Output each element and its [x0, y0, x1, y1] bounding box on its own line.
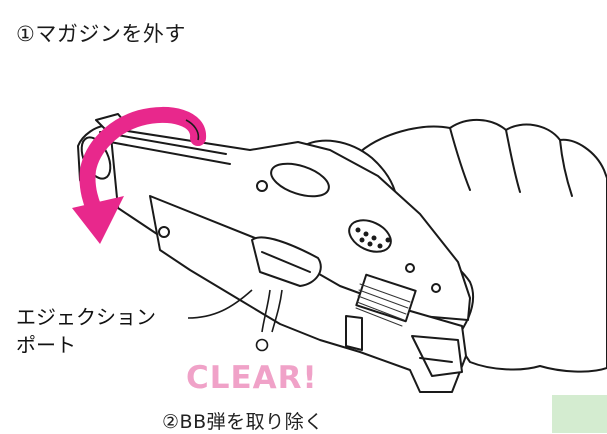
- ejection-port-leader-line: [187, 289, 253, 319]
- step-2-text: BB弾を取り除く: [179, 411, 324, 433]
- step-1-heading: ①マガジンを外す: [16, 18, 186, 48]
- step-1-number: ①: [16, 22, 36, 46]
- corner-box: [552, 395, 607, 433]
- bb-pellet-icon: [255, 289, 283, 352]
- step-2-number: ②: [162, 411, 180, 433]
- ejection-port-label-line1: エジェクション: [16, 305, 156, 329]
- clear-text: CLEAR!: [186, 360, 318, 396]
- ejection-port-label-line2: ポート: [16, 333, 76, 357]
- ejection-port-label: エジェクション ポート: [16, 303, 156, 359]
- step-2-heading: ②BB弾を取り除く: [162, 407, 324, 434]
- rotation-arrow-icon: [72, 107, 206, 244]
- hand-illustration: [359, 118, 607, 373]
- step-1-text: マガジンを外す: [35, 22, 186, 46]
